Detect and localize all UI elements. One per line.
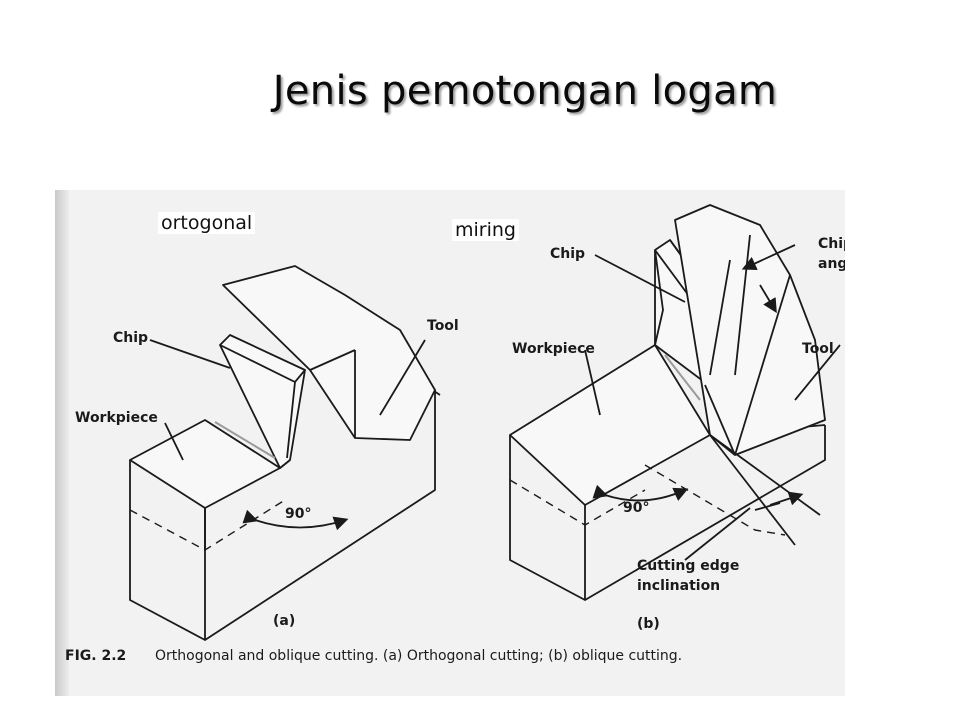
caption-text: Orthogonal and oblique cutting. (a) Orth… [155,648,682,664]
figure-a-sublabel: (a) [273,613,295,629]
label-ortogonal: ortogonal [158,212,256,234]
figure-b-oblique [509,204,841,601]
figure-b-sublabel: (b) [637,616,660,632]
figure-b-chip-flow-label-2: angle [818,256,845,272]
figure-b-chip-flow-label-1: Chip-flow [818,236,845,252]
figure-b-chip-label: Chip [550,246,585,262]
label-miring: miring [452,219,519,241]
figure-b-cutting-edge-label-1: Cutting edge [637,558,739,574]
figure-a-orthogonal [129,265,441,641]
figure-a-workpiece-label: Workpiece [75,410,158,426]
figure-a-chip-label: Chip [113,330,148,346]
figure-b-tool-label: Tool [802,341,834,357]
figure-b-angle-label: 90° [623,500,649,516]
figure-a-chip [219,334,306,469]
scan-shadow-edge [55,190,69,696]
figure-a-workpiece [129,419,281,509]
caption-figure-number: FIG. 2.2 [65,648,126,664]
slide-title: Jenis pemotongan logam [272,68,778,114]
cutting-diagram: Chip Workpiece Tool 90° (a) Chip Workpie… [65,204,845,664]
figure-b-workpiece-label: Workpiece [512,341,595,357]
figure-a-tool-label: Tool [427,318,459,334]
figure-a-tool [222,265,436,441]
figure-a-angle-label: 90° [285,506,311,522]
figure-b-workpiece [509,344,711,506]
figure-b-cutting-edge-label-2: inclination [637,578,720,594]
